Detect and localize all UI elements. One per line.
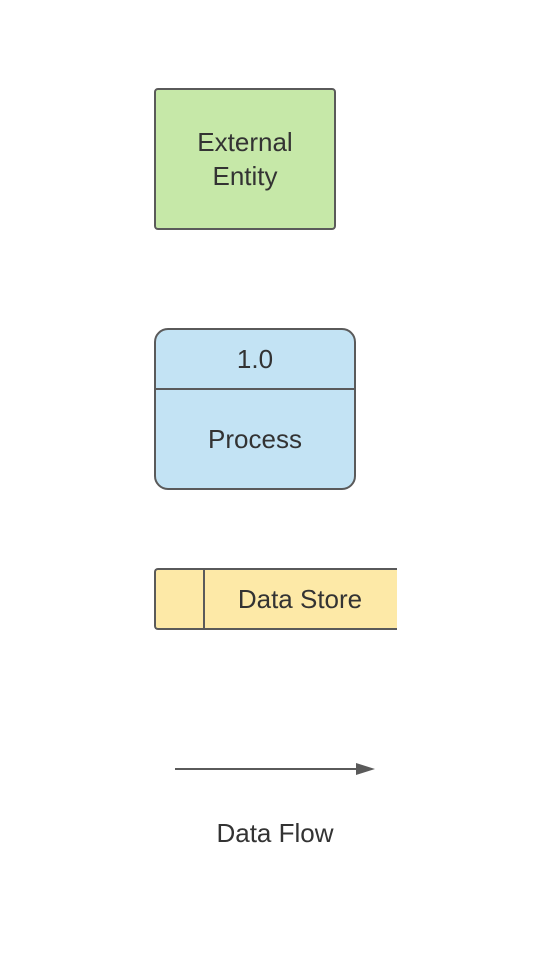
data-flow-label: Data Flow — [216, 818, 334, 848]
process-name-label: Process — [208, 423, 302, 454]
data-store-box[interactable]: Data Store — [154, 568, 397, 630]
external-entity-box[interactable]: External Entity — [154, 88, 336, 230]
process-box[interactable]: 1.0 Process — [154, 328, 356, 490]
data-flow-arrowhead — [356, 763, 375, 775]
data-store-id-cell — [156, 570, 205, 628]
external-entity-label: External Entity — [197, 127, 293, 191]
process-id-label: 1.0 — [156, 330, 354, 390]
data-store-label: Data Store — [237, 583, 363, 614]
data-flow-arrow[interactable] — [170, 758, 380, 780]
